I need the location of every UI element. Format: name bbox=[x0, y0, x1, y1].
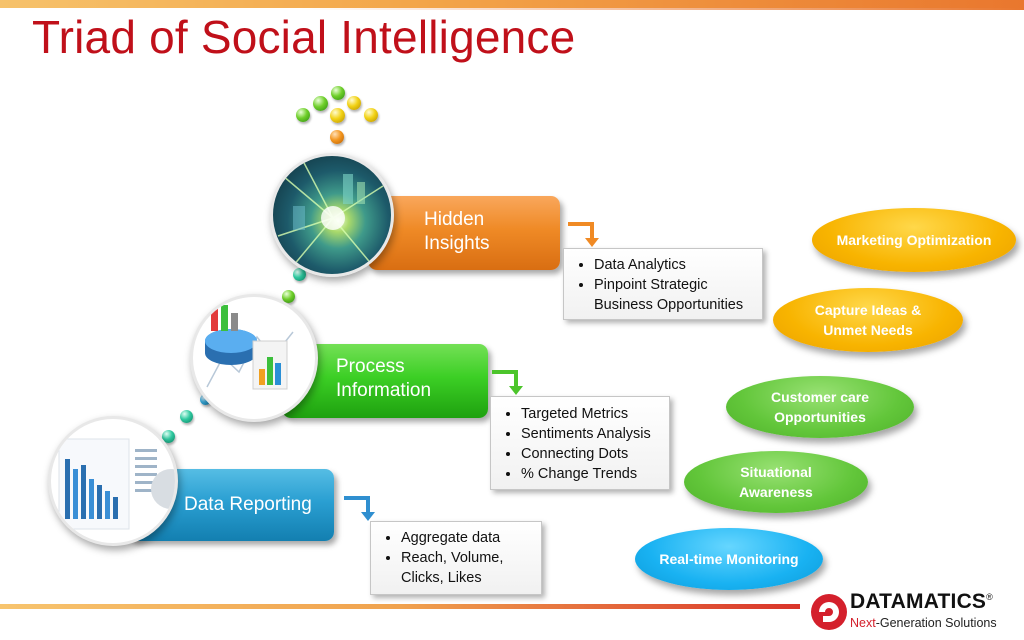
data-reporting-image-art bbox=[51, 419, 175, 543]
logo-name: DATAMATICS® bbox=[850, 590, 993, 614]
list-item: Sentiments Analysis bbox=[521, 424, 661, 444]
list-item: Connecting Dots bbox=[521, 444, 661, 464]
outcome-marketing-optimization: Marketing Optimization bbox=[812, 208, 1016, 272]
hidden-insights-label-line2: Insights bbox=[424, 232, 489, 256]
bead bbox=[313, 96, 328, 111]
bead bbox=[330, 130, 344, 144]
hidden-insights-bullets: Data Analytics Pinpoint Strategic Busine… bbox=[563, 248, 763, 320]
list-item: Reach, Volume, Clicks, Likes bbox=[401, 548, 533, 588]
outcome-label: Marketing Optimization bbox=[832, 230, 995, 250]
outcome-customer-care: Customer care Opportunities bbox=[726, 376, 914, 438]
data-reporting-label: Data Reporting bbox=[184, 493, 312, 517]
bottom-accent-line bbox=[0, 604, 800, 609]
outcome-label: Capture Ideas & Unmet Needs bbox=[792, 300, 944, 340]
logo-registered: ® bbox=[986, 592, 993, 602]
logo-tagline: Next-Generation Solutions bbox=[850, 616, 997, 630]
data-reporting-image bbox=[48, 416, 178, 546]
list-item: Targeted Metrics bbox=[521, 404, 661, 424]
outcome-label: Customer care Opportunities bbox=[745, 387, 895, 427]
list-item: Data Analytics bbox=[594, 255, 754, 275]
bead bbox=[331, 86, 345, 100]
hidden-insights-label-line1: Hidden bbox=[424, 208, 484, 232]
logo-tagline-accent: Next bbox=[850, 616, 876, 630]
datamatics-logo-icon bbox=[810, 592, 848, 632]
process-information-image-art bbox=[193, 297, 315, 419]
process-information-bullets: Targeted Metrics Sentiments Analysis Con… bbox=[490, 396, 670, 490]
outcome-real-time-monitoring: Real-time Monitoring bbox=[635, 528, 823, 590]
hidden-insights-image bbox=[270, 153, 394, 277]
bead bbox=[296, 108, 310, 122]
outcome-label: Real-time Monitoring bbox=[654, 549, 804, 569]
hidden-insights-stage: Hidden Insights bbox=[368, 196, 560, 270]
list-item: Pinpoint Strategic Business Opportunitie… bbox=[594, 275, 754, 315]
logo-name-text: DATAMATICS bbox=[850, 590, 986, 613]
hidden-insights-image-art bbox=[273, 156, 391, 274]
slide-title: Triad of Social Intelligence bbox=[32, 10, 575, 64]
list-item: % Change Trends bbox=[521, 464, 661, 484]
outcome-label: Situational Awareness bbox=[702, 462, 849, 502]
process-information-image bbox=[190, 294, 318, 422]
bead bbox=[347, 96, 361, 110]
process-information-label-line1: Process bbox=[336, 355, 405, 379]
arrow-right-down-icon bbox=[490, 366, 526, 396]
outcome-situational-awareness: Situational Awareness bbox=[684, 451, 868, 513]
datamatics-logo: DATAMATICS® Next-Generation Solutions bbox=[808, 590, 1018, 636]
bead bbox=[180, 410, 193, 423]
list-item: Aggregate data bbox=[401, 528, 533, 548]
data-reporting-bullets: Aggregate data Reach, Volume, Clicks, Li… bbox=[370, 521, 542, 595]
bead bbox=[364, 108, 378, 122]
logo-tagline-rest: -Generation Solutions bbox=[876, 616, 997, 630]
process-information-label-line2: Information bbox=[336, 379, 431, 403]
top-accent-line bbox=[0, 0, 1024, 8]
outcome-capture-ideas: Capture Ideas & Unmet Needs bbox=[773, 288, 963, 352]
arrow-right-down-icon bbox=[566, 218, 602, 248]
bead bbox=[330, 108, 345, 123]
arrow-right-down-icon bbox=[342, 492, 378, 522]
